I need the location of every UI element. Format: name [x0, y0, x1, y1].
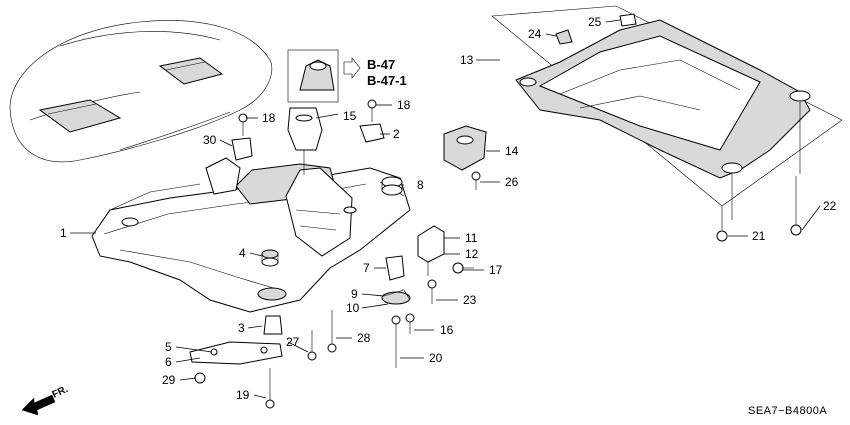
- callout-11[interactable]: 11: [465, 231, 478, 245]
- bolt-29: [194, 372, 206, 384]
- bolt-21: [716, 206, 728, 242]
- vehicle-outline: [9, 20, 273, 163]
- mount-14: [443, 125, 487, 190]
- callout-22[interactable]: 22: [823, 199, 837, 213]
- callout-8[interactable]: 8: [417, 178, 424, 192]
- callout-9[interactable]: 9: [351, 287, 358, 301]
- reference-b47[interactable]: B-47: [367, 57, 395, 72]
- front-direction-marker: FR.: [21, 384, 70, 416]
- callout-3[interactable]: 3: [238, 321, 245, 335]
- subframe-assembly-13: [491, 5, 843, 220]
- bolt-17: [452, 262, 474, 274]
- callout-18-left[interactable]: 18: [262, 111, 276, 125]
- mount-reference-box: B-47 B-47-1: [287, 49, 407, 103]
- reference-b47-1[interactable]: B-47-1: [367, 73, 407, 88]
- bolt-27-28: [307, 310, 337, 361]
- callout-4[interactable]: 4: [239, 246, 246, 260]
- stud-3: [263, 315, 283, 335]
- bolt-23: [427, 279, 437, 304]
- callout-30[interactable]: 30: [203, 133, 217, 147]
- callout-14[interactable]: 14: [505, 144, 519, 158]
- callout-1[interactable]: 1: [60, 226, 67, 240]
- callout-19[interactable]: 19: [236, 388, 250, 402]
- bolt-16: [405, 313, 415, 334]
- bolt-18-center: [367, 99, 377, 122]
- callout-12[interactable]: 12: [465, 247, 479, 261]
- callout-28[interactable]: 28: [357, 331, 371, 345]
- stiffener-5-6: [189, 341, 283, 365]
- bracket-9-10: [381, 289, 411, 305]
- bracket-11-12: [417, 225, 445, 276]
- callout-26[interactable]: 26: [505, 175, 519, 189]
- callout-5[interactable]: 5: [165, 340, 172, 354]
- callout-21[interactable]: 21: [752, 229, 766, 243]
- callout-20[interactable]: 20: [429, 351, 443, 365]
- callout-25[interactable]: 25: [588, 15, 602, 29]
- callout-24[interactable]: 24: [528, 27, 542, 41]
- callout-10[interactable]: 10: [346, 301, 360, 315]
- front-arrow-icon: [21, 394, 56, 416]
- bolt-22: [790, 176, 802, 236]
- callout-27[interactable]: 27: [286, 335, 300, 349]
- bolt-19: [265, 368, 275, 409]
- bolt-20: [391, 315, 401, 368]
- bushing-4: [261, 249, 279, 267]
- mount-7: [385, 255, 405, 281]
- callout-17[interactable]: 17: [489, 263, 503, 277]
- bracket-30: [231, 113, 253, 161]
- leader-lines: [70, 19, 821, 399]
- front-label: FR.: [51, 384, 70, 401]
- callout-6[interactable]: 6: [165, 355, 172, 369]
- callout-16[interactable]: 16: [440, 323, 454, 337]
- diagram-code: SEA7−B4800A: [748, 405, 827, 417]
- callout-29[interactable]: 29: [162, 373, 176, 387]
- callout-13[interactable]: 13: [460, 53, 474, 67]
- mount-15: [287, 107, 323, 175]
- bracket-2: [359, 123, 385, 143]
- front-subframe: [91, 157, 411, 313]
- callout-7[interactable]: 7: [363, 261, 370, 275]
- callout-23[interactable]: 23: [463, 293, 477, 307]
- callout-18-center[interactable]: 18: [397, 98, 411, 112]
- callout-2[interactable]: 2: [393, 127, 400, 141]
- bushing-8: [381, 176, 403, 196]
- callouts: 1 2 3 4 5 6 7 8 9 10 11 12 13 14 15 16 1…: [60, 15, 837, 402]
- callout-15[interactable]: 15: [343, 109, 357, 123]
